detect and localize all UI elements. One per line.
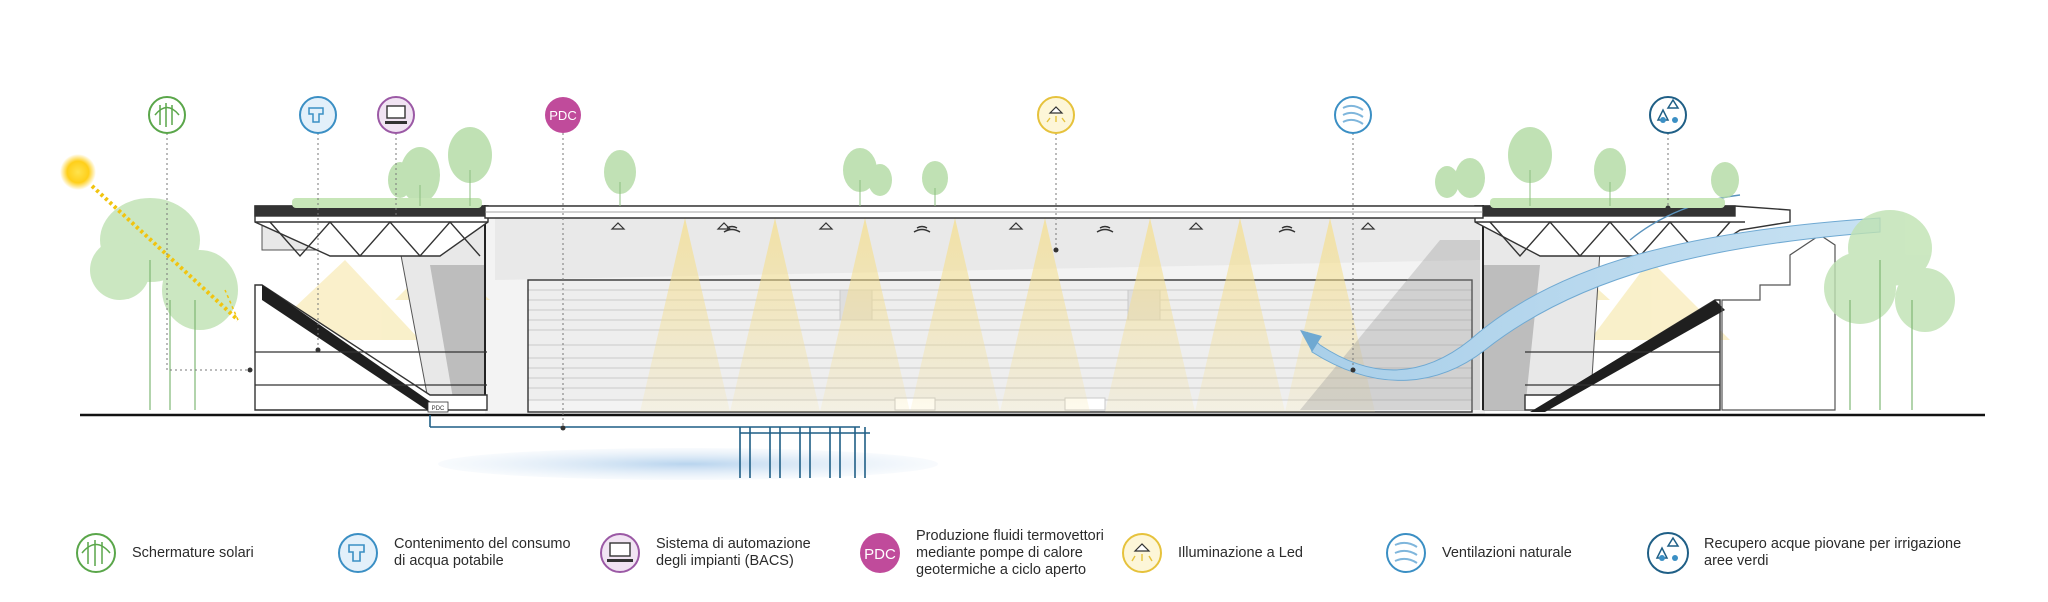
roof-speakers <box>723 225 1296 233</box>
legend-item-shading: Schermature solari <box>118 528 254 578</box>
ventilation-arrow-head <box>1300 330 1322 352</box>
main-roof <box>484 205 1484 219</box>
roof-garden-hedges <box>292 198 1725 208</box>
callout-lines <box>166 133 1669 428</box>
legend-item-rainwater: Recupero acque piovane per irrigazione a… <box>1690 528 1961 578</box>
roof-tree-trunks <box>419 170 1611 206</box>
top-icon-water <box>299 96 337 134</box>
legend-label: Produzione fluidi termovettori mediante … <box>916 527 1104 578</box>
legend-label: Schermature solari <box>132 544 254 561</box>
legend-icon-rainwater <box>1647 532 1689 574</box>
left-stands <box>254 284 488 412</box>
right-stands <box>1524 234 1836 412</box>
legend-label: Contenimento del consumo di acqua potabi… <box>394 536 571 569</box>
roof-garden-trees <box>388 127 1739 203</box>
top-icon-led <box>1037 96 1075 134</box>
trees-left <box>90 198 238 330</box>
trees-right <box>1824 210 1955 332</box>
legend-item-water: Contenimento del consumo di acqua potabi… <box>380 528 571 578</box>
legend-icon-led <box>1122 533 1162 573</box>
tree-trunks-left <box>149 260 196 410</box>
top-icon-pdc: PDC <box>545 97 581 133</box>
top-icon-shading <box>148 96 186 134</box>
legend-label: Illuminazione a Led <box>1178 544 1303 561</box>
legend-label: Sistema di automazione degli impianti (B… <box>656 536 811 569</box>
legend-icon-water <box>338 533 378 573</box>
legend-item-pdc: Produzione fluidi termovettori mediante … <box>902 528 1104 578</box>
legend-item-bacs: Sistema di automazione degli impianti (B… <box>642 528 811 578</box>
aquifer <box>438 448 938 480</box>
legend-icon-pdc: PDC <box>860 533 900 573</box>
left-roof-truss <box>254 205 489 258</box>
legend-item-led: Illuminazione a Led <box>1164 528 1303 578</box>
pdc-unit-label: PDC <box>432 406 445 412</box>
top-icon-bacs <box>377 96 415 134</box>
sun-icon <box>60 154 96 190</box>
geothermal-wells <box>429 415 870 478</box>
top-icon-ventilation <box>1334 96 1372 134</box>
callout-dots <box>247 205 1671 431</box>
pdc-unit <box>427 401 449 413</box>
top-icon-rainwater <box>1649 96 1687 134</box>
legend-item-ventilation: Ventilazioni naturale <box>1428 528 1572 578</box>
legend-label: Recupero acque piovane per irrigazione a… <box>1704 536 1962 569</box>
legend-icon-shading <box>76 533 116 573</box>
led-light-beams <box>640 218 1375 412</box>
legend-icon-bacs <box>600 533 640 573</box>
legend-icon-ventilation <box>1386 533 1426 573</box>
top-icon-pdc-label: PDC <box>549 108 576 123</box>
roof-led-lamps <box>610 222 1376 230</box>
tree-trunks-right <box>1849 260 1913 410</box>
legend-label: Ventilazioni naturale <box>1442 544 1572 561</box>
legend-icon-pdc-label: PDC <box>864 546 896 563</box>
